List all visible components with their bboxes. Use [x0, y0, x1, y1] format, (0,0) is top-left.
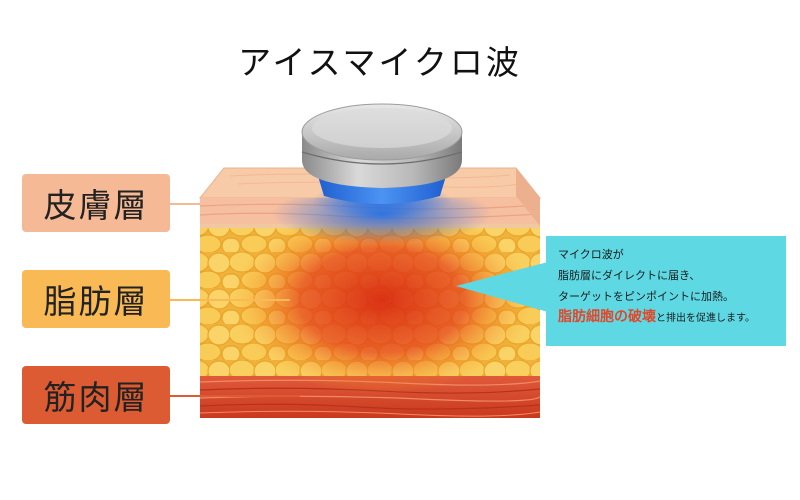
diagram-title: アイスマイクロ波 — [238, 43, 522, 82]
callout-line2: 脂肪層にダイレクトに届き、 — [558, 269, 701, 282]
label-fat-layer: 脂肪層 — [22, 270, 170, 328]
label-skin-layer: 皮膚層 — [22, 174, 170, 232]
callout-box: マイクロ波が 脂肪層にダイレクトに届き、 ターゲットをピンポイントに加熱。 脂肪… — [546, 236, 786, 346]
callout-pointer — [456, 262, 548, 312]
callout-line4: 脂肪細胞の破壊と排出を促進します。 — [558, 307, 786, 329]
callout-tail: と排出を促進します。 — [656, 313, 755, 324]
callout-line3: ターゲットをピンポイントに加熱。 — [558, 290, 734, 303]
callout-line1: マイクロ波が — [558, 248, 624, 261]
label-muscle-layer: 筋肉層 — [22, 366, 170, 424]
callout-highlight: 脂肪細胞の破壊 — [558, 309, 656, 325]
heat-zone — [232, 205, 532, 395]
microwave-probe — [301, 103, 463, 218]
